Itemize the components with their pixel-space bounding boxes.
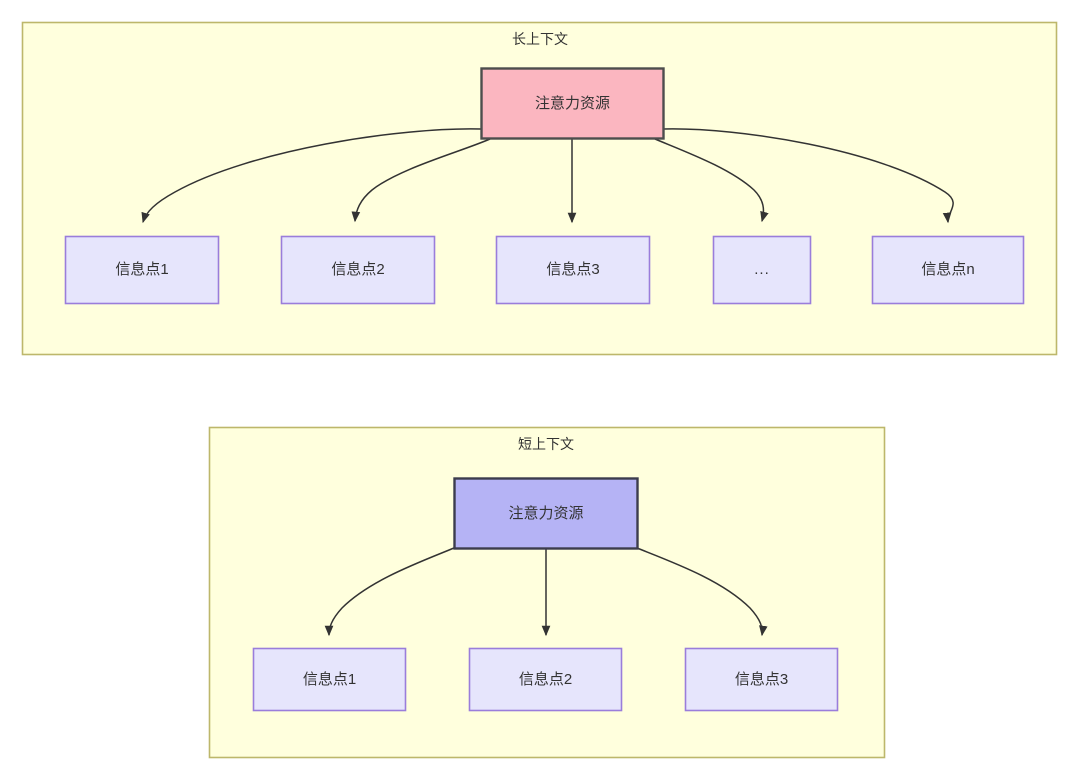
- node-attention-short[interactable]: [453, 477, 639, 550]
- node-info-s1[interactable]: [252, 647, 407, 712]
- node-label-info-n: 信息点n: [921, 261, 975, 278]
- node-info-ellipsis[interactable]: [712, 235, 812, 305]
- node-info-2[interactable]: [280, 235, 436, 305]
- node-info-n[interactable]: [871, 235, 1025, 305]
- edge-attention-short-to-info-s1: [324, 547, 455, 637]
- node-info-3[interactable]: [495, 235, 651, 305]
- node-info-s2[interactable]: [468, 647, 623, 712]
- node-label-info-s1: 信息点1: [302, 670, 357, 688]
- edge-attention-short-to-info-s3: [636, 547, 768, 637]
- node-info-s3[interactable]: [684, 647, 839, 712]
- node-label-info-s2: 信息点2: [518, 670, 573, 688]
- edge-attention-to-info-2: [351, 138, 491, 223]
- node-attention-long[interactable]: [480, 67, 665, 140]
- edge-attention-to-info-n: [662, 128, 954, 224]
- edge-attention-to-info-ellipsis: [654, 138, 769, 223]
- node-label-info-3: 信息点3: [546, 261, 600, 278]
- node-label-info-ellipsis: ...: [754, 261, 770, 278]
- node-label-info-2: 信息点2: [331, 261, 385, 278]
- group-title-short-context: 短上下文: [518, 435, 574, 452]
- node-label-attention-short: 注意力资源: [508, 504, 584, 522]
- node-label-info-s3: 信息点3: [734, 670, 789, 688]
- node-info-1[interactable]: [64, 235, 220, 305]
- edge-attention-to-info-1: [141, 128, 482, 224]
- node-label-info-1: 信息点1: [115, 261, 169, 278]
- node-label-attention-long: 注意力资源: [534, 94, 610, 112]
- group-title-long-context: 长上下文: [512, 30, 568, 47]
